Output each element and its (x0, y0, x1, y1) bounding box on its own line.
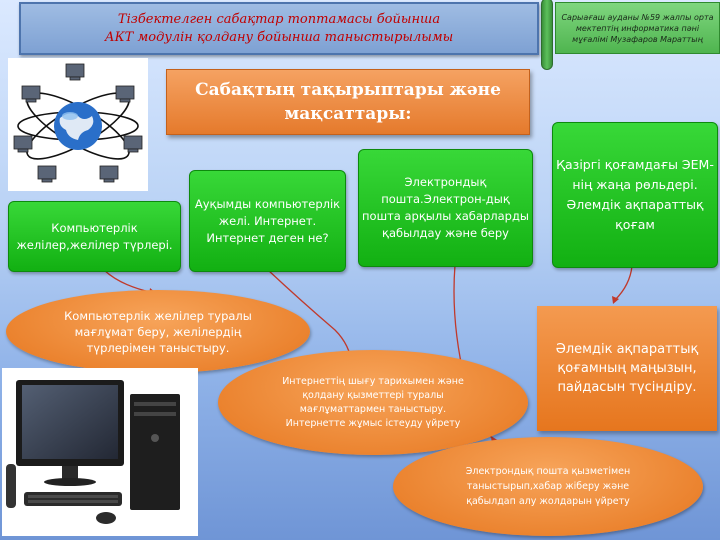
title-line-2: АКТ модулін қолдану бойынша таныстырылым… (104, 29, 454, 45)
connector-1 (103, 269, 151, 293)
desktop-computer-image (2, 368, 198, 536)
goal-ellipse-1: Компьютерлік желілер туралы мағлұмат бер… (6, 290, 310, 373)
goal-text-1: Компьютерлік желілер туралы мағлұмат бер… (64, 308, 252, 355)
author-box: Сарыағаш ауданы №59 жалпы орта мектептің… (555, 2, 720, 54)
goal-text-4: Әлемдік ақпараттық қоғамның маңызын, пай… (555, 342, 699, 395)
topic-text-1: Компьютерлік желілер,желілер түрлері. (16, 220, 173, 252)
topic-box-4: Қазіргі қоғамдағы ЭЕМ-нің жаңа рөльдері.… (552, 122, 718, 268)
topic-text-4: Қазіргі қоғамдағы ЭЕМ-нің жаңа рөльдері.… (556, 157, 714, 232)
topic-box-2: Ауқымды компьютерлік желі. Интернет. Инт… (189, 170, 346, 272)
main-topic-box: Сабақтың тақырыптары және мақсаттары: (166, 69, 530, 135)
main-topic-line-1: Сабақтың тақырыптары және (195, 80, 501, 100)
decorative-bar (541, 0, 553, 70)
title-line-1: Тізбектелген сабақтар топтамасы бойынша (117, 11, 441, 27)
topic-box-3: Электрондық пошта.Электрон-дық пошта арқ… (358, 149, 533, 267)
connector-4 (614, 265, 633, 301)
goal-text-3: Электрондық пошта қызметімен таныстырып,… (465, 466, 631, 507)
presentation-title: Тізбектелген сабақтар топтамасы бойынша … (19, 2, 539, 55)
desktop-computer-icon (6, 380, 180, 524)
network-globe-image (8, 58, 148, 191)
author-text: Сарыағаш ауданы №59 жалпы орта мектептің… (561, 12, 714, 44)
goal-box-4: Әлемдік ақпараттық қоғамның маңызын, пай… (537, 306, 717, 431)
goal-text-2: Интернеттің шығу тарихымен және қолдану … (282, 375, 464, 429)
topic-text-2: Ауқымды компьютерлік желі. Интернет. Инт… (194, 196, 341, 245)
goal-ellipse-2: Интернеттің шығу тарихымен және қолдану … (218, 350, 528, 455)
network-globe-icon (13, 63, 143, 183)
topic-text-3: Электрондық пошта.Электрон-дық пошта арқ… (362, 175, 529, 240)
goal-ellipse-3: Электрондық пошта қызметімен таныстырып,… (393, 437, 703, 536)
topic-box-1: Компьютерлік желілер,желілер түрлері. (8, 201, 181, 272)
main-topic-line-2: мақсаттары: (284, 104, 412, 124)
